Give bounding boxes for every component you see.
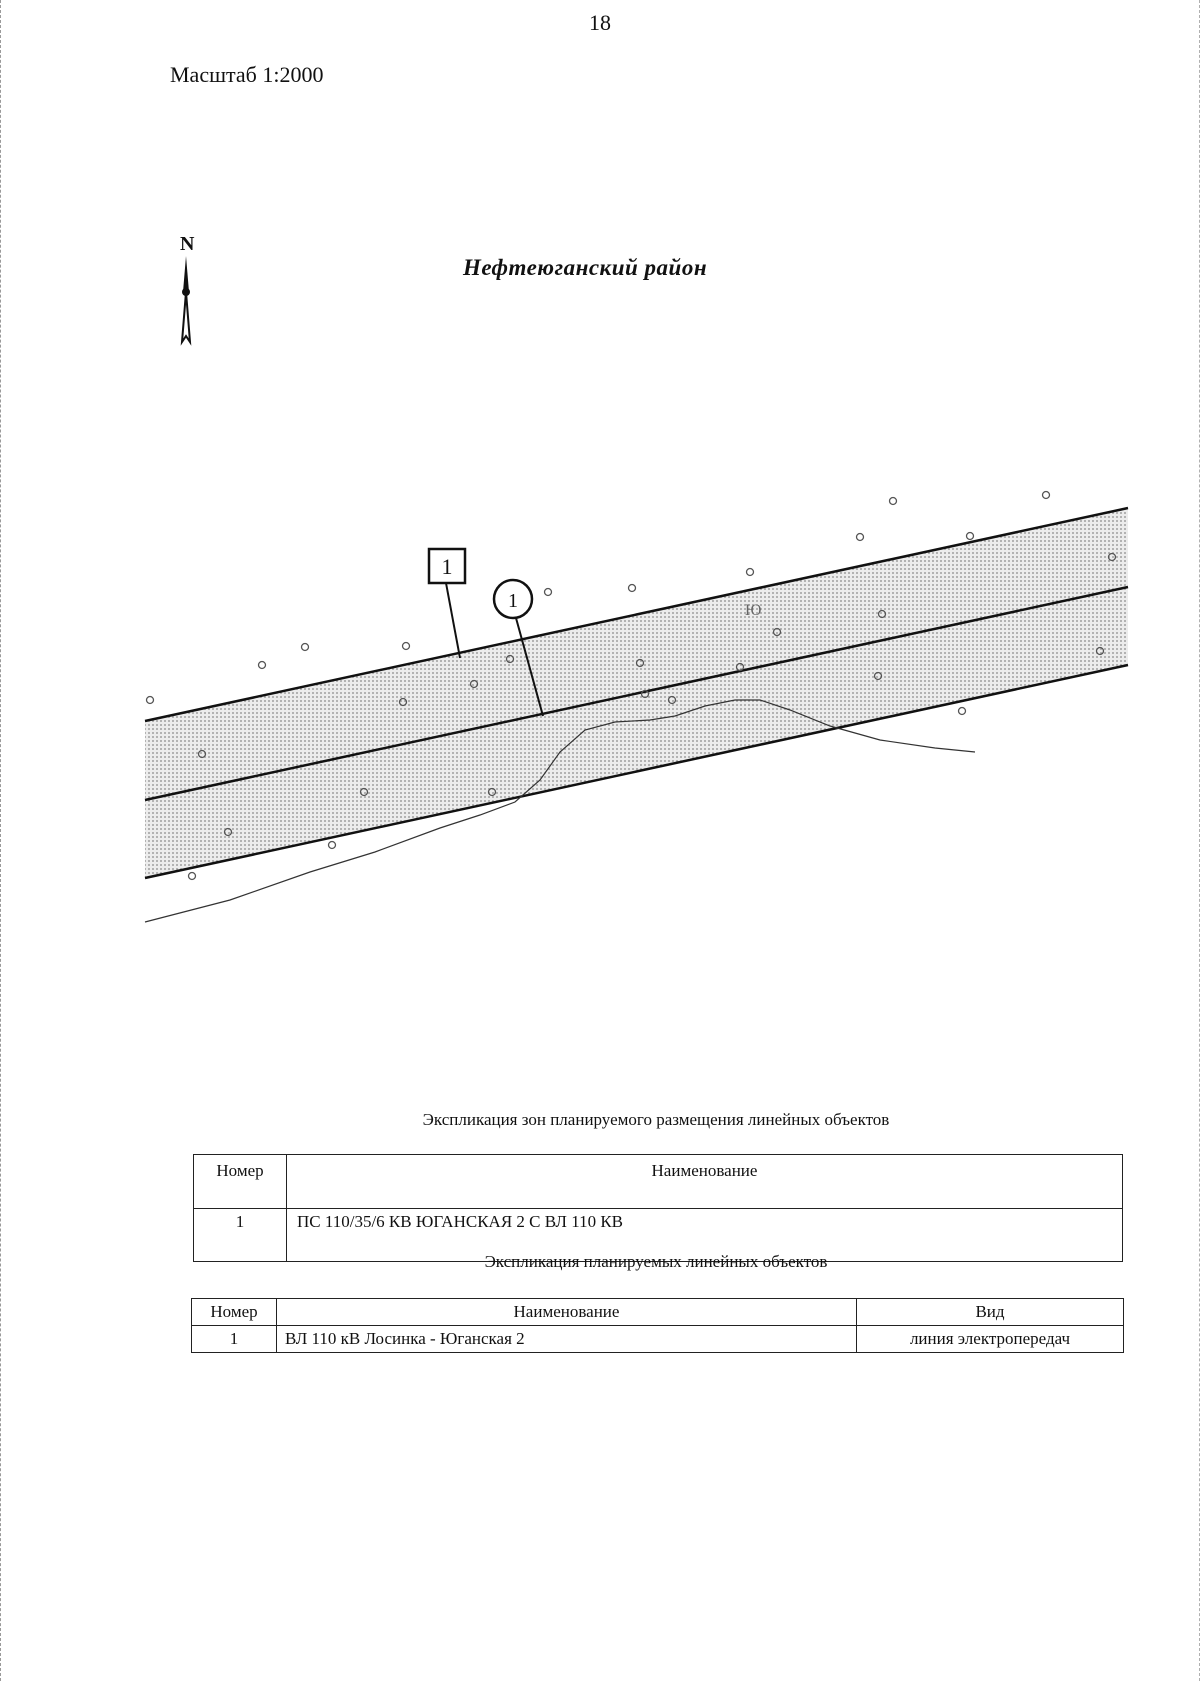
cell-number: 1 <box>193 1208 287 1262</box>
survey-point <box>145 695 155 705</box>
zone-marker-number: 1 <box>442 554 453 579</box>
survey-point <box>327 840 337 850</box>
page-number: 18 <box>589 10 611 35</box>
survey-point <box>257 660 267 670</box>
zone-marker-box <box>427 547 467 585</box>
survey-point <box>197 749 207 759</box>
survey-point <box>873 671 883 681</box>
survey-points <box>145 490 1117 881</box>
survey-point <box>957 706 967 716</box>
north-arrow-head <box>183 256 189 292</box>
column-header-number: Номер <box>191 1298 277 1326</box>
survey-point <box>398 697 408 707</box>
scan-edge-left <box>0 0 5 1681</box>
survey-point <box>635 658 645 668</box>
survey-point <box>888 496 898 506</box>
table-row: 1 ПС 110/35/6 КВ ЮГАНСКАЯ 2 С ВЛ 110 КВ <box>193 1208 1123 1262</box>
survey-point <box>640 689 650 699</box>
zone-marker-leader <box>445 582 461 659</box>
survey-point <box>627 583 637 593</box>
survey-point <box>469 679 479 689</box>
survey-point <box>359 787 369 797</box>
survey-point <box>667 695 677 705</box>
column-header-number: Номер <box>193 1154 287 1209</box>
column-header-name: Наименование <box>286 1154 1123 1209</box>
north-arrow: N <box>180 233 195 346</box>
road-line <box>144 699 976 923</box>
survey-point <box>965 531 975 541</box>
cell-name: ВЛ 110 кВ Лосинка - Юганская 2 <box>276 1325 857 1353</box>
table-row: 1 ВЛ 110 кВ Лосинка - Юганская 2 линия э… <box>191 1325 1124 1353</box>
north-arrow-tail <box>180 291 192 346</box>
objects-table-caption: Экспликация планируемых линейных объекто… <box>484 1252 828 1271</box>
survey-point <box>745 567 755 577</box>
cell-number: 1 <box>191 1325 277 1353</box>
survey-point <box>505 654 515 664</box>
table-header-row: Номер Наименование <box>193 1154 1123 1209</box>
corridor-label: Ю <box>745 602 761 619</box>
object-marker-circle <box>492 578 534 620</box>
zone-boundary-south <box>144 663 1129 880</box>
district-title: Нефтеюганский район <box>463 255 708 280</box>
map-scale: Масштаб 1:2000 <box>170 62 324 87</box>
survey-point <box>543 587 553 597</box>
survey-point <box>300 642 310 652</box>
survey-point <box>855 532 865 542</box>
survey-point <box>187 871 197 881</box>
table-header-row: Номер Наименование Вид <box>191 1298 1124 1326</box>
survey-point <box>223 827 233 837</box>
column-header-name: Наименование <box>276 1298 857 1326</box>
objects-table: Номер Наименование Вид 1 ВЛ 110 кВ Лосин… <box>191 1298 1124 1353</box>
north-label: N <box>180 233 195 255</box>
zones-table-caption: Экспликация зон планируемого размещения … <box>422 1110 890 1129</box>
column-header-type: Вид <box>856 1298 1124 1326</box>
power-line-axis <box>144 585 1129 802</box>
zone-boundary-north <box>144 506 1129 723</box>
survey-point <box>877 609 887 619</box>
survey-point <box>487 787 497 797</box>
survey-point <box>735 662 745 672</box>
zones-table: Номер Наименование 1 ПС 110/35/6 КВ ЮГАН… <box>193 1154 1123 1262</box>
survey-point <box>1095 646 1105 656</box>
cell-name: ПС 110/35/6 КВ ЮГАНСКАЯ 2 С ВЛ 110 КВ <box>286 1208 1123 1262</box>
object-marker-number: 1 <box>508 590 518 612</box>
survey-point <box>1041 490 1051 500</box>
survey-point <box>772 627 782 637</box>
object-marker-leader <box>515 617 544 717</box>
cell-type: линия электропередач <box>856 1325 1124 1353</box>
survey-point <box>401 641 411 651</box>
survey-point <box>1107 552 1117 562</box>
